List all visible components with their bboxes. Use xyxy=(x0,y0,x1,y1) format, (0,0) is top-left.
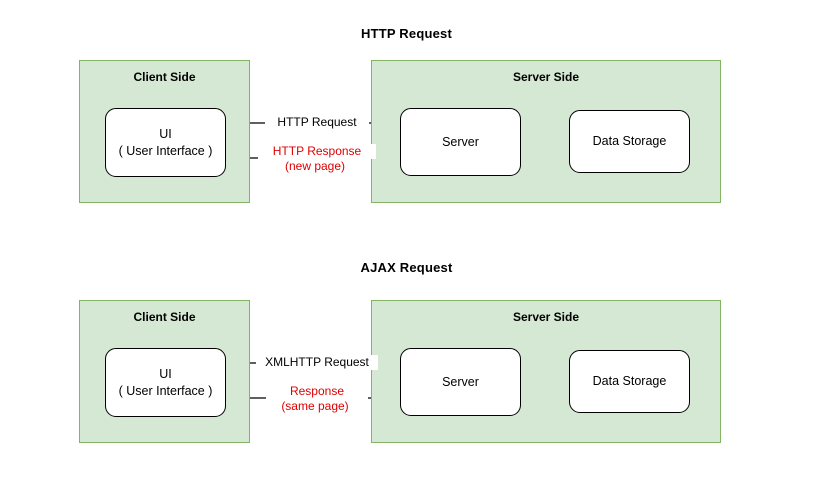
section-title-ajax: AJAX Request xyxy=(360,260,453,275)
server-side-panel-title-bottom: Server Side xyxy=(512,310,580,324)
server-node-top: Server xyxy=(400,108,521,176)
server-node-label-bottom: Server xyxy=(442,374,479,389)
server-node-bottom: Server xyxy=(400,348,521,416)
data-storage-node-label-top: Data Storage xyxy=(592,134,667,148)
data-storage-node-label-bottom: Data Storage xyxy=(592,374,667,388)
data-storage-node-top: Data Storage xyxy=(569,110,690,173)
edge-label-http-response-sub: (new page) xyxy=(284,159,346,173)
ui-node-label-line2-bottom: ( User Interface ) xyxy=(118,383,213,398)
ui-node-bottom: UI ( User Interface ) xyxy=(105,348,226,417)
edge-label-xmlhttp-request: XMLHTTP Request xyxy=(256,355,378,370)
server-node-label-top: Server xyxy=(442,134,479,149)
edge-label-ajax-response: Response xyxy=(266,384,368,399)
section-title-http: HTTP Request xyxy=(360,26,452,41)
ui-node-label-line1-top: UI xyxy=(159,126,172,141)
ui-node-label-line2-top: ( User Interface ) xyxy=(118,143,213,158)
ui-node-label-line1-bottom: UI xyxy=(159,366,172,381)
edge-label-http-response: HTTP Response xyxy=(258,144,376,159)
server-side-panel-title-top: Server Side xyxy=(512,70,580,84)
edge-label-ajax-response-sub: (same page) xyxy=(281,399,349,413)
data-storage-node-bottom: Data Storage xyxy=(569,350,690,413)
edge-label-http-request: HTTP Request xyxy=(265,115,369,130)
client-side-panel-title-top: Client Side xyxy=(133,70,196,84)
client-side-panel-title-bottom: Client Side xyxy=(133,310,196,324)
ui-node-top: UI ( User Interface ) xyxy=(105,108,226,177)
